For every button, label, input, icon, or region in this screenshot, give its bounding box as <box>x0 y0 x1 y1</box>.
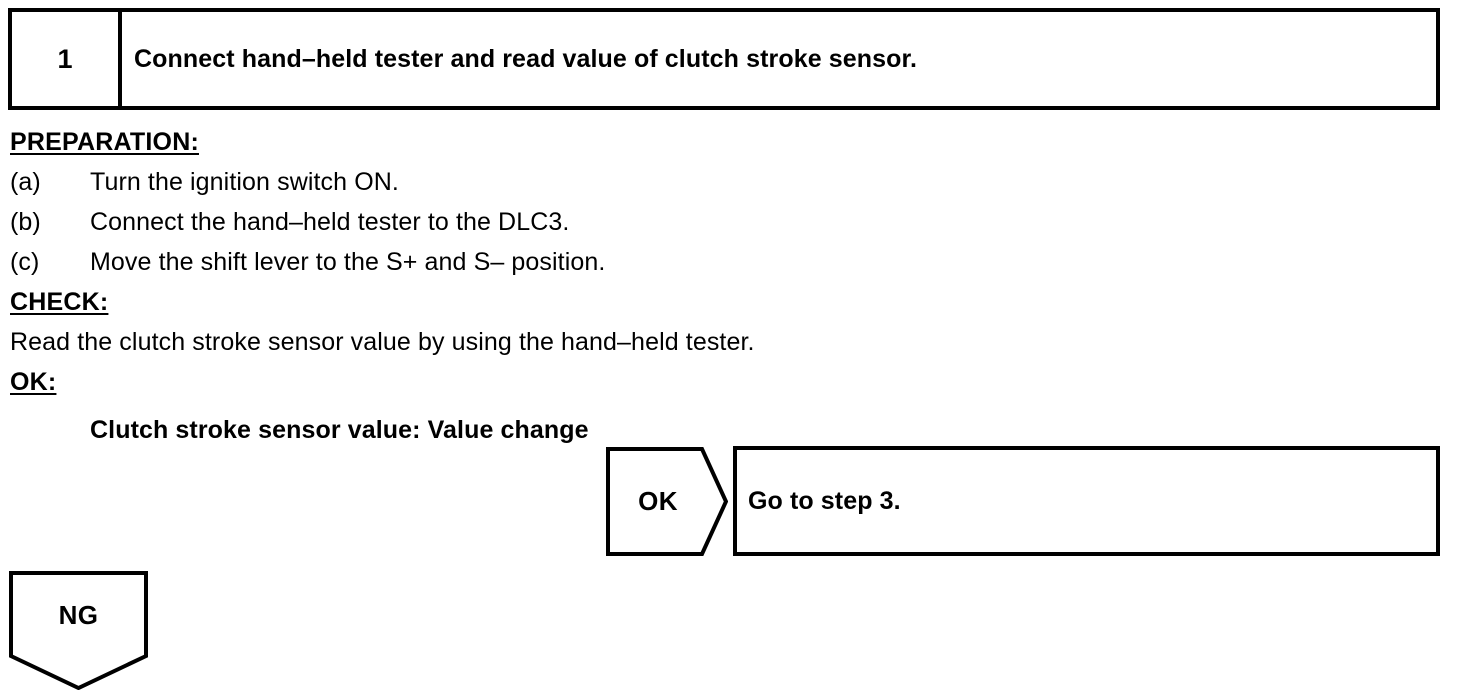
preparation-item-c-label: (c) <box>10 248 40 276</box>
ok-arrow-shape <box>606 447 728 556</box>
step-number-cell: 1 <box>12 12 122 106</box>
ok-branch-arrow: OK <box>606 447 728 556</box>
preparation-item-b-text: Connect the hand–held tester to the DLC3… <box>90 208 570 236</box>
ok-branch-label: OK <box>638 486 678 516</box>
preparation-item-b-label: (b) <box>10 208 41 236</box>
ng-branch-arrow: NG <box>9 571 148 690</box>
step-header-table: 1 Connect hand–held tester and read valu… <box>8 8 1440 110</box>
step-title-cell: Connect hand–held tester and read value … <box>134 44 917 73</box>
goto-step-box: Go to step 3. <box>733 446 1440 556</box>
step-body: PREPARATION: (a) Turn the ignition switc… <box>10 122 1410 450</box>
ok-heading: OK: <box>10 368 57 396</box>
ng-arrow-shape <box>9 571 148 690</box>
preparation-item-a-text: Turn the ignition switch ON. <box>90 168 399 196</box>
check-text: Read the clutch stroke sensor value by u… <box>10 328 755 356</box>
preparation-item-a-label: (a) <box>10 168 41 196</box>
preparation-item-c: (c) Move the shift lever to the S+ and S… <box>10 242 1410 282</box>
preparation-item-a: (a) Turn the ignition switch ON. <box>10 162 1410 202</box>
ok-value-text: Clutch stroke sensor value: Value change <box>90 416 589 444</box>
preparation-heading: PREPARATION: <box>10 128 199 156</box>
check-heading: CHECK: <box>10 288 109 316</box>
ng-branch-label: NG <box>58 599 99 630</box>
preparation-item-c-text: Move the shift lever to the S+ and S– po… <box>90 248 606 276</box>
preparation-item-b: (b) Connect the hand–held tester to the … <box>10 202 1410 242</box>
